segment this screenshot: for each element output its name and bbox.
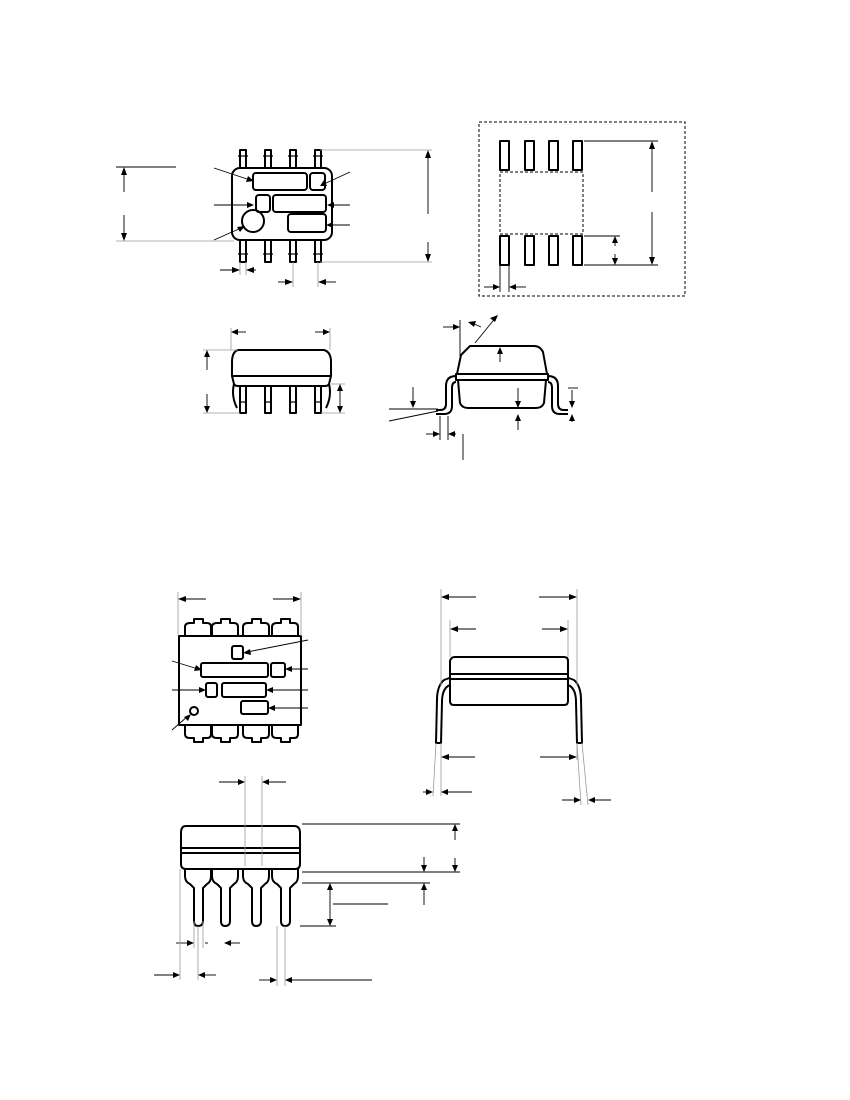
soic-end-body-top: [232, 350, 331, 376]
soic-side-body-bottom: [458, 380, 546, 408]
dip-marking-box-1: [232, 646, 243, 659]
dip-side-body-top: [450, 657, 568, 674]
soic-end-body-bottom: [232, 376, 331, 386]
soic-marking-box-3: [256, 195, 270, 212]
soic-end-view: [203, 328, 345, 413]
dip-top-leads: [185, 619, 298, 742]
soic-side-view: [389, 315, 578, 460]
soic-marking-box-1: [253, 173, 307, 190]
soic-side-right-lead: [548, 376, 568, 410]
soic-top-dimensions: [116, 150, 432, 287]
soic-end-leads: [240, 378, 321, 413]
dip-side-dimensions: [423, 589, 611, 805]
dip-end-leads: [185, 866, 298, 926]
soic-end-dimensions: [203, 328, 345, 413]
soic-top-leaders: [214, 168, 350, 240]
land-pattern-body-outline: [500, 172, 583, 234]
dip-end-body-top: [181, 826, 300, 848]
dip-side-body-bottom: [450, 679, 568, 705]
soic-pin1-dot: [242, 210, 264, 232]
land-pattern-border: [479, 122, 685, 296]
dip-end-body-bottom: [181, 853, 300, 869]
land-pattern-pads: [500, 141, 582, 265]
land-pattern-dimensions: [484, 141, 658, 292]
soic-side-left-lead: [436, 376, 456, 410]
dip-pin1-dot: [190, 707, 198, 715]
dip-top-leaders: [172, 640, 308, 730]
soic-top-view: [116, 150, 432, 287]
soic-marking-box-2: [310, 173, 325, 190]
dip-marking-box-3: [271, 663, 285, 677]
dip-marking-box-6: [241, 701, 268, 714]
dip-top-view: [172, 592, 308, 742]
soic-marking-box-4: [273, 195, 326, 212]
dip-end-view: [154, 776, 460, 986]
dip-side-wide-view: [423, 589, 611, 805]
soic-land-pattern-view: [479, 122, 685, 296]
dip-end-dimensions: [154, 776, 460, 986]
soic-marking-box-5: [288, 214, 326, 232]
dip-top-dimensions: [178, 592, 301, 636]
soic-side-dimensions: [389, 315, 578, 460]
soic-side-body-top: [457, 346, 547, 374]
